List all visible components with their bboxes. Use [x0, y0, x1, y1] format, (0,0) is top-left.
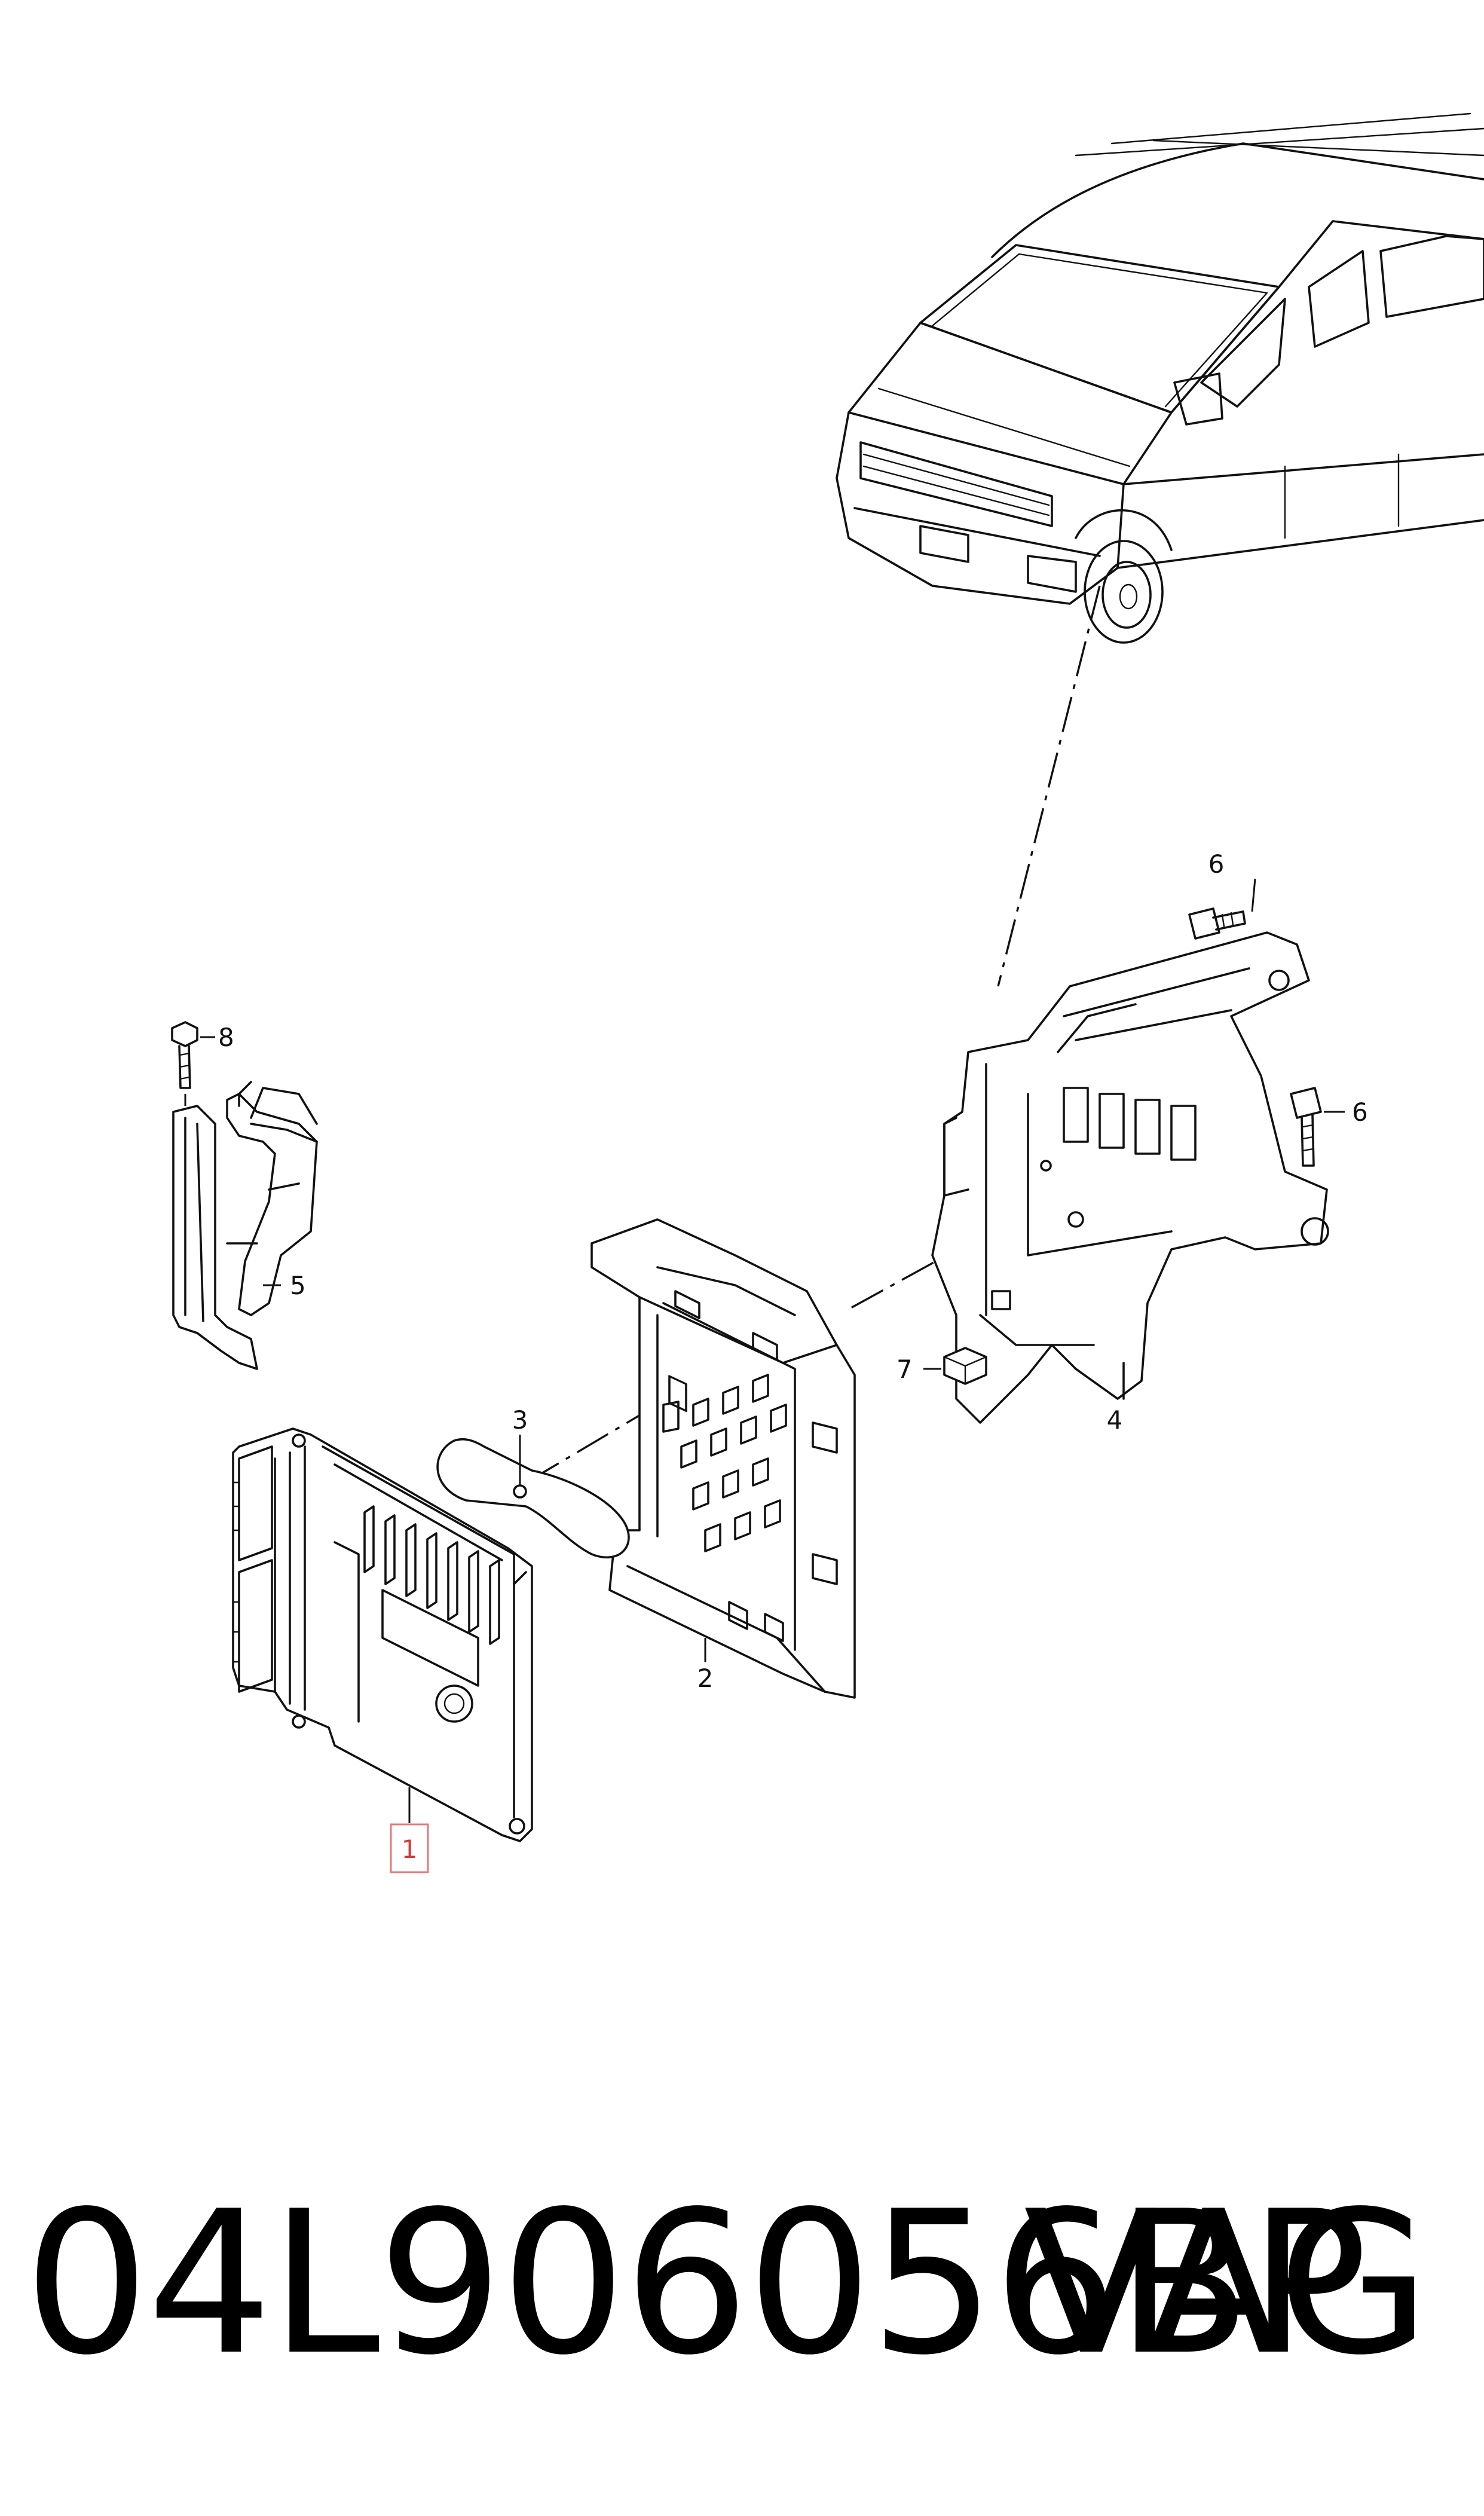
ecu-part-1 [232, 1427, 533, 1842]
assembly-line-van [997, 585, 1101, 987]
callout-label-5[interactable]: 5 [290, 1271, 306, 1300]
bolt-part-6-top [1188, 878, 1256, 940]
callout-label-3[interactable]: 3 [512, 1405, 528, 1435]
bolt-part-6-right [1290, 1087, 1345, 1167]
assembly-line-2 [495, 1404, 658, 1502]
bracket-part-4 [931, 931, 1329, 1424]
callout-label-6-right[interactable]: 6 [1352, 1097, 1368, 1127]
bolt-part-8 [171, 1021, 215, 1106]
nut-part-7 [923, 1347, 987, 1385]
van-illustration [836, 112, 1484, 644]
callout-label-4[interactable]: 4 [1107, 1405, 1123, 1435]
callout-label-1[interactable]: 1 [402, 1835, 418, 1864]
part-number-text: 04L906056BP [24, 2169, 1368, 2398]
holder-part-2 [590, 1218, 856, 1699]
callout-1-highlight-box [390, 1823, 429, 1873]
gasket-part-3 [436, 1435, 630, 1558]
callout-label-6-top[interactable]: 6 [1208, 849, 1225, 879]
callout-label-7[interactable]: 7 [896, 1355, 913, 1384]
brand-text: VAG [1023, 2169, 1430, 2398]
callout-label-2[interactable]: 2 [697, 1664, 714, 1693]
side-bracket-part-5 [172, 1081, 318, 1370]
callout-label-8[interactable]: 8 [218, 1023, 234, 1052]
